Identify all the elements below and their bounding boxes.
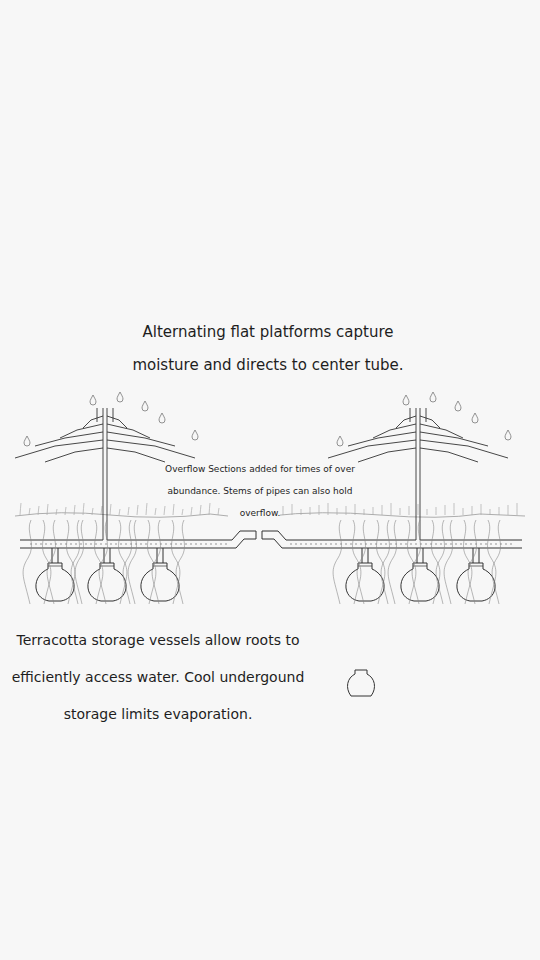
grass-stroke xyxy=(83,503,84,515)
root xyxy=(176,520,184,604)
root xyxy=(152,520,160,604)
grass-stroke xyxy=(319,505,320,515)
grass-stroke xyxy=(155,508,156,515)
grass-stroke xyxy=(301,509,302,515)
root xyxy=(412,520,420,604)
grass-stroke xyxy=(409,506,410,515)
grass-stroke xyxy=(200,505,201,515)
grass-stroke xyxy=(65,507,66,515)
pipe-stem xyxy=(473,548,474,563)
grass-stroke xyxy=(499,507,500,515)
grass-stroke xyxy=(310,507,311,515)
grass-stroke xyxy=(454,503,455,515)
root xyxy=(388,520,396,604)
grass-stroke xyxy=(481,504,482,515)
root xyxy=(381,520,389,604)
grass-stroke xyxy=(47,504,48,515)
root xyxy=(468,520,476,604)
root xyxy=(357,520,365,604)
grass-stroke xyxy=(29,508,30,515)
grass-stroke xyxy=(472,506,473,515)
pipe-stem xyxy=(362,548,363,563)
root xyxy=(436,520,444,604)
root xyxy=(47,520,55,604)
grass-stroke xyxy=(400,508,401,515)
grass-stroke xyxy=(364,509,365,515)
pipe-stem xyxy=(110,548,111,563)
grass-stroke xyxy=(101,506,102,515)
pipe-stem xyxy=(104,548,105,563)
grass-stroke xyxy=(337,508,338,515)
label-text: Overflow Sections added for times of ove… xyxy=(165,464,355,518)
grass-stroke xyxy=(283,506,284,515)
root xyxy=(492,520,500,604)
grass-stroke xyxy=(328,503,329,515)
grass-stroke xyxy=(128,507,129,515)
pipe-stem xyxy=(52,548,53,563)
grass-stroke xyxy=(182,509,183,515)
root xyxy=(444,520,452,604)
root xyxy=(99,520,107,604)
grass-stroke xyxy=(173,504,174,515)
grass-stroke xyxy=(137,505,138,515)
grass-stroke xyxy=(463,508,464,515)
grass-stroke xyxy=(146,503,147,515)
grass-stroke xyxy=(355,504,356,515)
root xyxy=(75,520,83,604)
grass-stroke xyxy=(191,507,192,515)
grass-stroke xyxy=(490,509,491,515)
pipe-stem xyxy=(58,548,59,563)
root xyxy=(71,520,79,604)
label-text: Alternating flat platforms capture moist… xyxy=(132,323,403,374)
grass-stroke xyxy=(119,509,120,515)
grass-stroke xyxy=(427,509,428,515)
platform-note: Alternating flat platforms capture moist… xyxy=(128,316,408,382)
grass-stroke xyxy=(346,506,347,515)
grass-stroke xyxy=(209,503,210,515)
root xyxy=(23,520,31,604)
root xyxy=(333,520,341,604)
overflow-note: Overflow Sections added for times of ove… xyxy=(165,458,355,524)
pipe-stem xyxy=(417,548,418,563)
pipe-stem xyxy=(368,548,369,563)
grass-stroke xyxy=(56,509,57,515)
grass-stroke xyxy=(218,508,219,515)
grass-stroke xyxy=(508,505,509,515)
pipe-stem xyxy=(157,548,158,563)
pipe-stem xyxy=(423,548,424,563)
grass-stroke xyxy=(292,504,293,515)
grass-stroke xyxy=(445,505,446,515)
grass-stroke xyxy=(373,507,374,515)
grass-stroke xyxy=(391,503,392,515)
vessel-note: Terracotta storage vessels allow roots t… xyxy=(8,622,308,733)
grass-stroke xyxy=(517,503,518,515)
grass-stroke xyxy=(92,508,93,515)
grass-stroke xyxy=(382,505,383,515)
pipe-stem xyxy=(479,548,480,563)
grass-stroke xyxy=(74,505,75,515)
root xyxy=(123,520,131,604)
grass-stroke xyxy=(20,503,21,515)
label-text: Terracotta storage vessels allow roots t… xyxy=(12,632,305,722)
grass-stroke xyxy=(164,506,165,515)
grass-stroke xyxy=(418,504,419,515)
root xyxy=(128,520,136,604)
grass-stroke xyxy=(38,506,39,515)
grass-stroke xyxy=(436,507,437,515)
pipe-stem xyxy=(163,548,164,563)
grass-stroke xyxy=(110,504,111,515)
